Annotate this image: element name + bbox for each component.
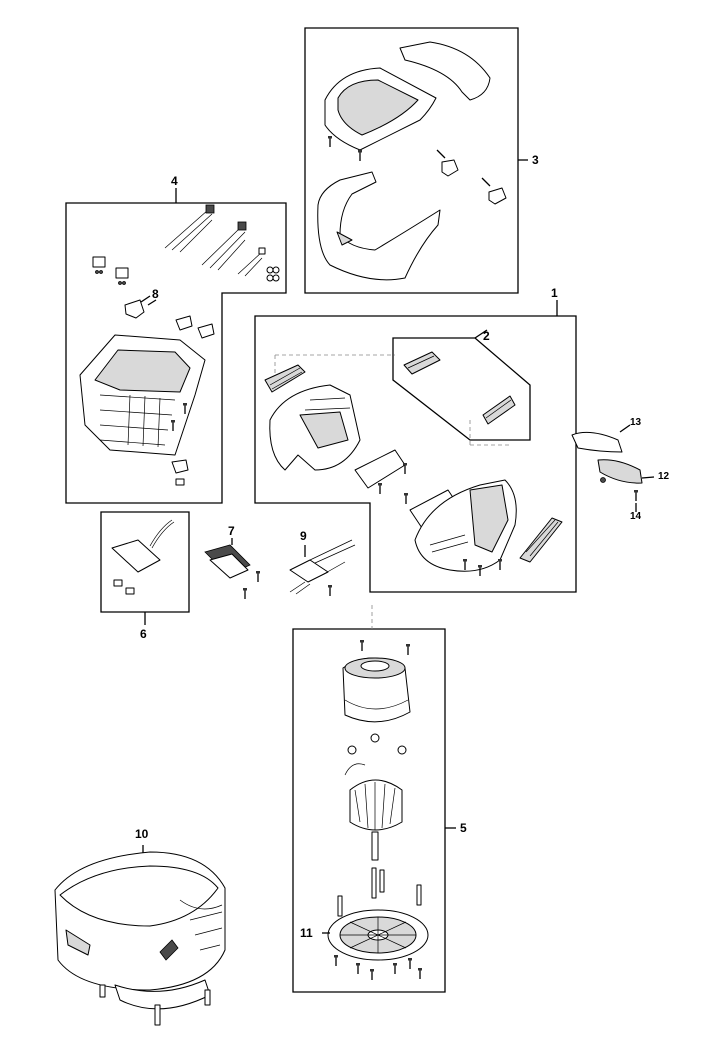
callout-2: 2 (483, 329, 490, 343)
vent-grille (264, 364, 306, 393)
part-10-assembled-mower (54, 845, 226, 1026)
housing-cavity (94, 349, 191, 393)
callout-13: 13 (630, 417, 642, 428)
cable-harness (237, 251, 263, 277)
part-12-bumper-base (597, 459, 643, 484)
group-1-chassis (254, 300, 577, 593)
small-fastener (175, 478, 185, 486)
part-13-bumper-cap (571, 431, 623, 453)
callout-14: 14 (630, 511, 642, 522)
brand-logo (159, 939, 179, 961)
motor-shaft (371, 831, 379, 861)
bracket-part (171, 459, 189, 474)
callout-leaders (147, 159, 528, 829)
part-7-module (204, 538, 261, 600)
clip-part (488, 187, 507, 205)
clip-part (441, 159, 459, 177)
group-5-motor (292, 605, 446, 993)
group-3-frame (304, 27, 519, 294)
small-fastener (125, 587, 135, 595)
part-14-screw-icon (633, 489, 639, 502)
group-4-frame (65, 202, 287, 504)
lower-housing-shell (317, 171, 441, 281)
clamp-part (175, 315, 193, 331)
callout-9: 9 (300, 529, 307, 543)
group-2-frame (392, 337, 531, 441)
cover-flap (399, 41, 491, 101)
callout-6: 6 (140, 627, 147, 641)
callout-12: 12 (658, 471, 670, 482)
shell-notch (336, 231, 353, 246)
callout-3: 3 (532, 153, 539, 167)
bumper-parts (571, 424, 655, 512)
group-5-frame (292, 628, 446, 993)
guide-lines (274, 354, 510, 446)
plug-part (92, 256, 106, 268)
part-8-knob (124, 299, 145, 319)
callout-5: 5 (460, 821, 467, 835)
callout-1: 1 (551, 286, 558, 300)
junction-box (289, 559, 329, 583)
group-4-electronics-housing (65, 188, 287, 504)
sensor-pad (111, 539, 161, 573)
cable-harness (164, 209, 213, 253)
group-6-frame (100, 511, 190, 613)
motor-rotor (349, 779, 403, 831)
screw-icon (357, 149, 363, 162)
small-fastener (113, 579, 123, 587)
group-1-frame (254, 315, 577, 593)
group-3-top-cover (304, 27, 519, 294)
cover-lid-panel (337, 79, 419, 136)
callout-11: 11 (300, 926, 313, 940)
plate-part (354, 449, 406, 489)
vent-grille (519, 517, 563, 563)
callout-8: 8 (152, 287, 159, 301)
clamp-part (197, 323, 215, 339)
callout-4: 4 (171, 174, 178, 188)
connector-part (205, 204, 215, 214)
group-6-sensor (100, 511, 190, 625)
cable-harness (201, 227, 246, 271)
plug-part (115, 267, 129, 279)
part-9-junction (289, 539, 356, 597)
callout-10: 10 (135, 827, 149, 841)
vent-insert (403, 351, 441, 375)
housing-ribs (99, 394, 176, 446)
mower-top-panel (59, 865, 219, 927)
screw-icon (327, 135, 333, 148)
callout-7: 7 (228, 524, 235, 538)
clip-pin (436, 149, 491, 187)
group-2-vents (392, 329, 531, 441)
